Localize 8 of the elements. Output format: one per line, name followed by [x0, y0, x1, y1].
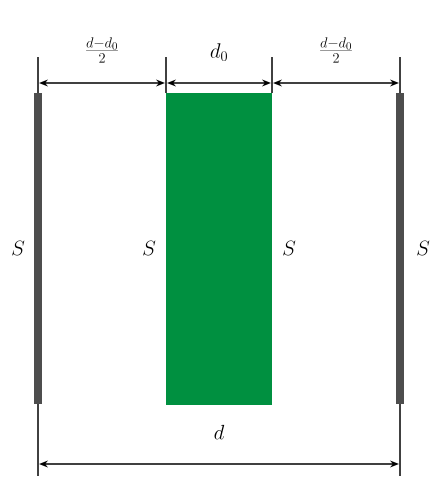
plate-label: $S$ [283, 240, 296, 256]
dimension-label: $d$ [214, 424, 224, 440]
plate-label: $S$ [143, 240, 156, 256]
plate-label: $S$ [12, 240, 24, 256]
dimension-label: $d_0$ [210, 43, 227, 62]
plate-label: $S$ [417, 240, 430, 256]
dimension-label: $\frac{d-d_0}{2}$ [320, 37, 352, 63]
dimension-label: $\frac{d-d_0}{2}$ [86, 37, 118, 63]
